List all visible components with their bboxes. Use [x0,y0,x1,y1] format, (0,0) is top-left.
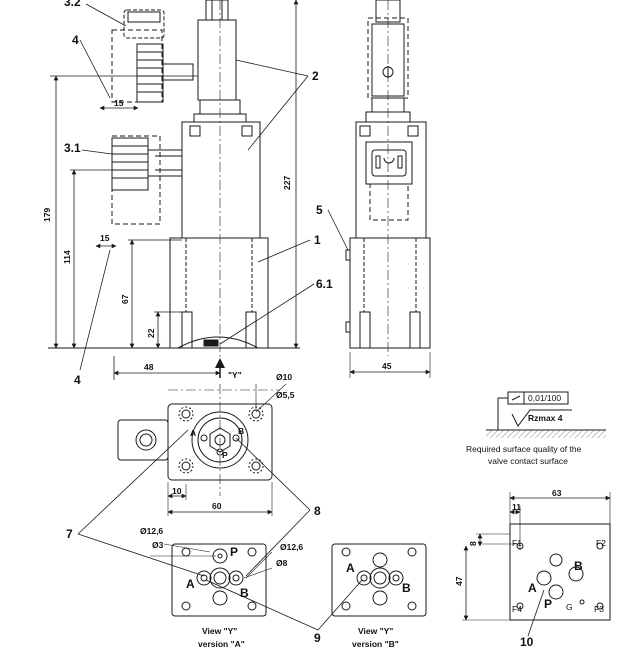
plan-view [117,383,287,516]
view-y-arrow [215,358,225,378]
view-y-arrow-label: "Y" [228,370,242,380]
dim-67: 67 [120,294,130,304]
mount-port-p: P [544,597,552,611]
dim-15-top: 15 [114,98,124,108]
view-y-a-label: View "Y" [202,626,237,636]
dim-10: 10 [172,486,182,496]
callout-3-1: 3.1 [64,141,81,155]
mount-g: G [566,602,573,612]
dim-dia12-6-left: Ø12,6 [140,526,163,536]
mount-f3: F3 [594,604,604,614]
surface-flatness: 0,01/100 [528,393,561,403]
view-y-version-b [331,543,427,617]
surface-note-line2: valve contact surface [488,456,568,466]
callout-1: 1 [314,233,321,247]
dim-179: 179 [42,208,52,222]
callout-7: 7 [66,527,73,541]
callout-4-bottom: 4 [74,373,81,387]
dim-8: 8 [468,541,478,546]
dim-15-mid: 15 [100,233,110,243]
callout-4-top: 4 [72,33,79,47]
connector-3-2-fins [136,43,164,103]
callout-9: 9 [314,631,321,645]
mount-f2: F2 [596,538,606,548]
callout-2: 2 [312,69,319,83]
callout-3-2: 3.2 [64,0,81,9]
dim-45: 45 [382,361,392,371]
callout-5: 5 [316,203,323,217]
dim-dia10: Ø10 [276,372,292,382]
mounting-surface [462,492,611,637]
callout-8: 8 [314,504,321,518]
side-view [345,0,431,378]
mount-port-a: A [528,581,537,595]
view-y-a-sub: version "A" [198,639,245,647]
plan-port-a: A [190,428,196,438]
surface-roughness: Rzmax 4 [528,413,563,423]
callout-6-1: 6.1 [316,277,333,291]
labels: 3.2 4 2 3.1 5 1 6.1 4 7 8 9 10 15 227 17… [42,0,606,647]
dim-60: 60 [212,501,222,511]
front-dimensions [50,0,299,380]
dim-47: 47 [454,576,464,586]
dim-114: 114 [62,250,72,264]
leader-lines [79,3,349,371]
view-a-port-b: B [240,586,249,600]
dim-227: 227 [282,176,292,190]
dim-11: 11 [512,502,521,512]
view-y-version-a [150,543,273,617]
view-b-port-b: B [402,581,411,595]
dim-22: 22 [146,328,156,338]
dim-dia8: Ø8 [276,558,288,568]
surface-quality-symbol [486,391,606,438]
view-a-port-a: A [186,577,195,591]
callout-10: 10 [520,635,534,647]
view-a-port-p: P [230,545,238,559]
dim-63: 63 [552,488,562,498]
dim-dia5-5: Ø5,5 [276,390,295,400]
dim-48: 48 [144,362,154,372]
bottom-leaders [77,429,363,631]
plan-port-p: P [222,450,228,460]
view-y-b-sub: version "B" [352,639,399,647]
plan-port-b: B [238,426,244,436]
dim-dia12-6-right: Ø12,6 [280,542,303,552]
mount-f1: F1 [512,538,522,548]
surface-note-line1: Required surface quality of the [466,444,582,454]
view-b-port-a: A [346,561,355,575]
view-y-b-label: View "Y" [358,626,393,636]
connector-3-1-fins [111,137,149,191]
front-view [48,0,300,360]
mount-f4: F4 [512,604,522,614]
mount-port-b: B [574,559,583,573]
dim-dia3: Ø3 [152,540,164,550]
